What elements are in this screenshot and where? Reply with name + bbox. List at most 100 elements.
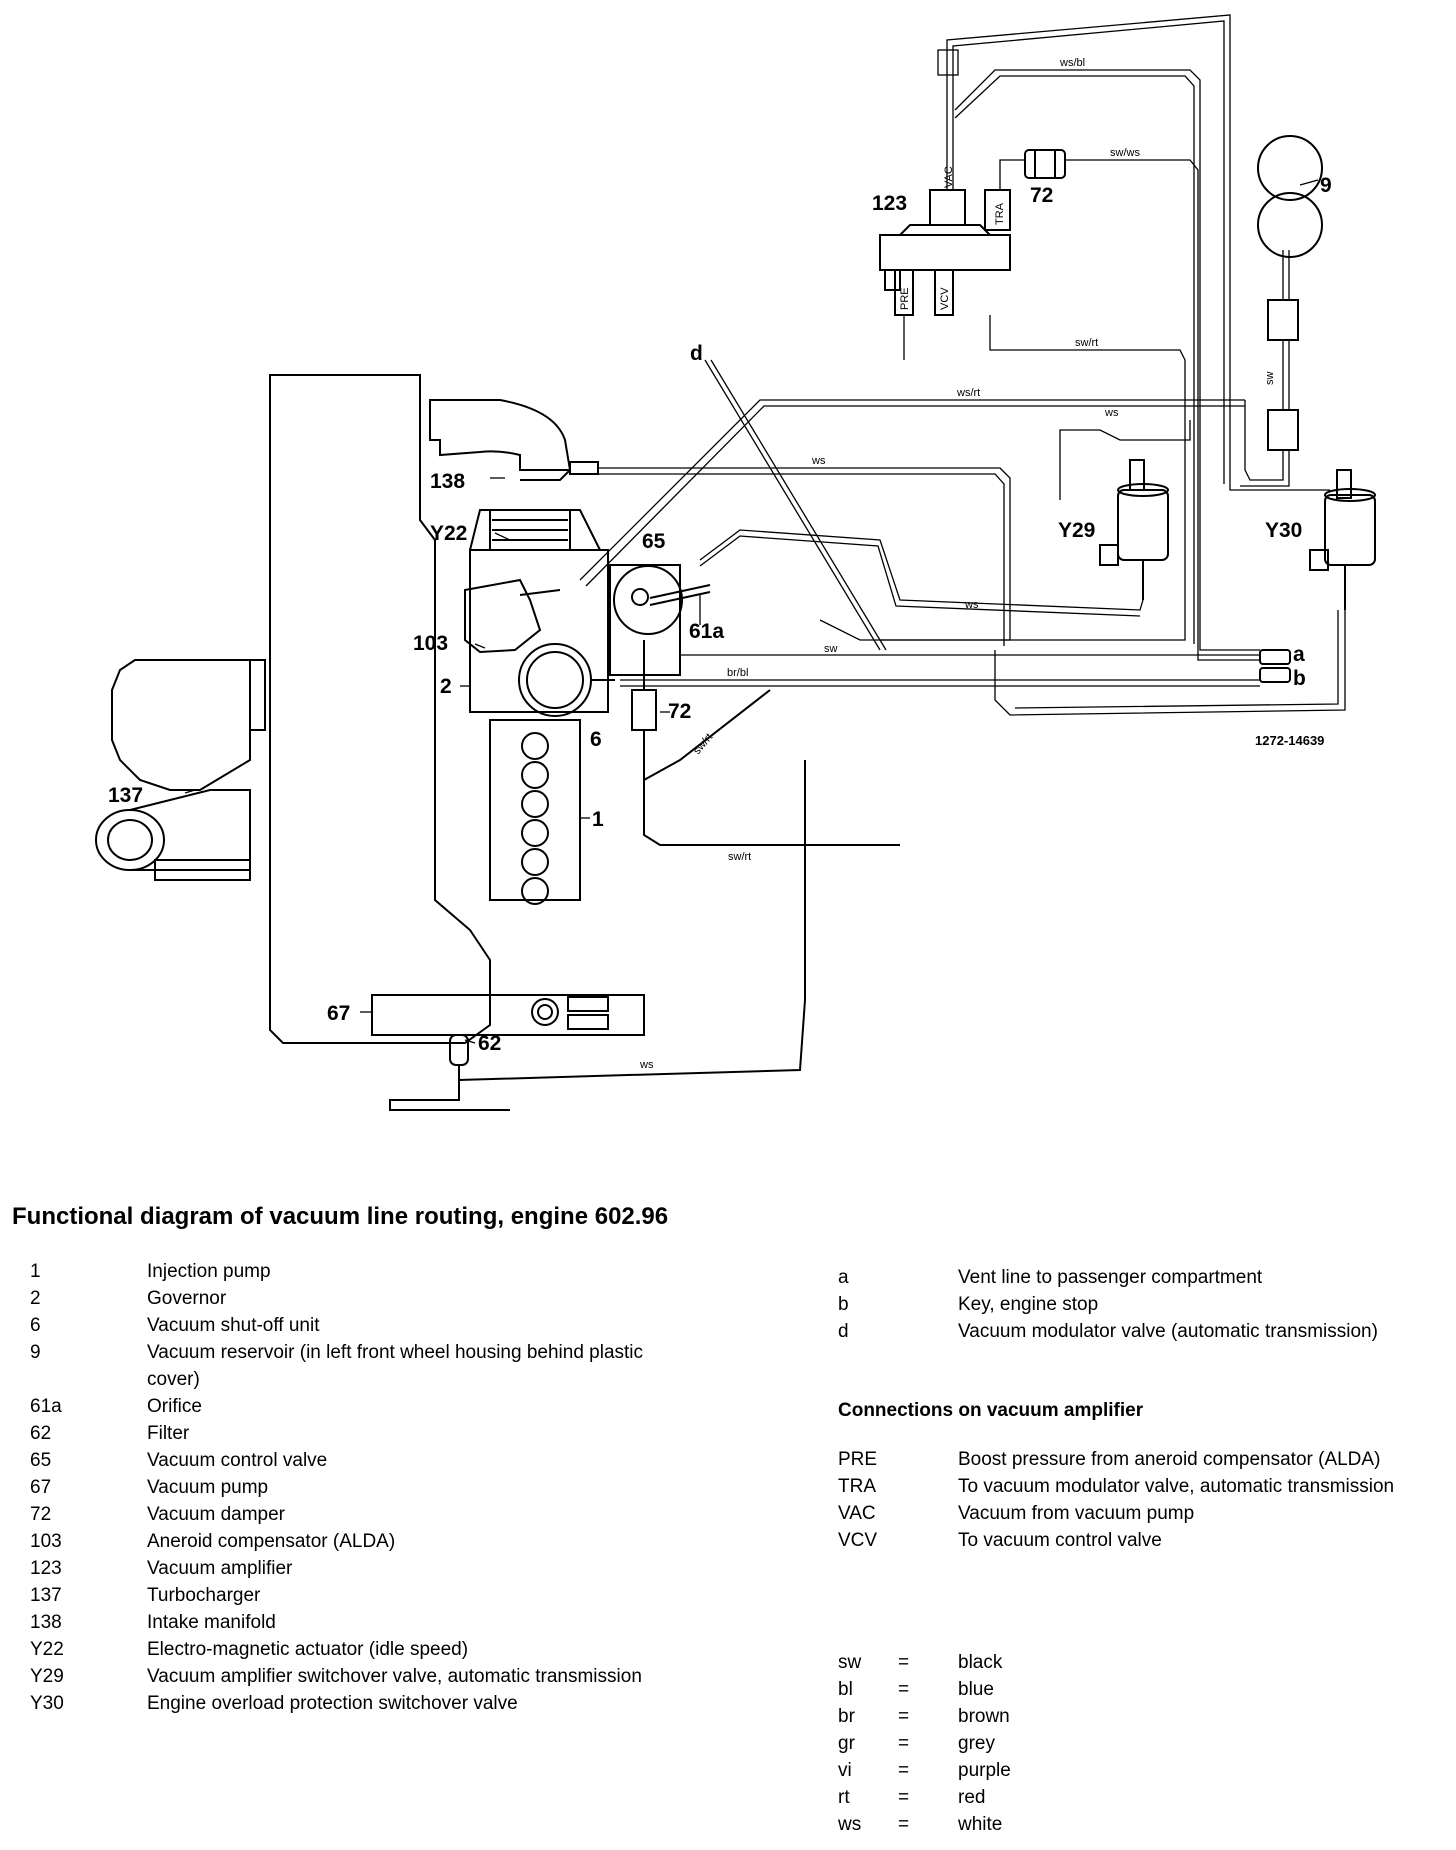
label-137: 137 <box>108 784 143 807</box>
line-swrt <box>819 315 1186 641</box>
legend-description: Vacuum control valve <box>147 1450 328 1471</box>
line-sw-reservoir <box>1244 250 1284 481</box>
line-wsrt <box>579 399 1245 581</box>
legend-description: red <box>958 1787 986 1808</box>
legend-row: ws=white <box>838 1811 1238 1838</box>
legend-description: brown <box>958 1706 1010 1727</box>
line-vac <box>946 14 1330 491</box>
legend-key: gr <box>838 1733 855 1754</box>
label-6: 6 <box>590 728 602 751</box>
legend-row: 62 Filter <box>30 1420 650 1447</box>
label-138: 138 <box>430 470 465 493</box>
legend-description: Engine overload protection switchover va… <box>147 1693 518 1714</box>
legend-description: white <box>958 1814 1003 1835</box>
line-label-ws-65: ws <box>964 599 979 611</box>
legend-row: 65 Vacuum control valve <box>30 1447 650 1474</box>
legend-key: vi <box>838 1760 852 1781</box>
legend-row: TRA To vacuum modulator valve, automatic … <box>838 1473 1438 1500</box>
governor <box>469 509 609 713</box>
legend-key: b <box>838 1294 849 1315</box>
legend-key: 65 <box>30 1450 52 1471</box>
vacuum-shut-off-unit <box>518 643 615 717</box>
legend-key: 6 <box>30 1315 41 1336</box>
line-label-wsrt: ws/rt <box>956 387 980 399</box>
legend-description: Vent line to passenger compartment <box>958 1267 1263 1288</box>
label-y29: Y29 <box>1058 519 1095 542</box>
label-b: b <box>1293 667 1306 690</box>
filter <box>389 760 806 1111</box>
legend-key: TRA <box>838 1476 876 1497</box>
legend-equals: = <box>898 1679 910 1700</box>
port-tra: TRA <box>994 202 1006 225</box>
legend-row: Y30 Engine overload protection switchover… <box>30 1690 650 1717</box>
legend-row: 123 Vacuum amplifier <box>30 1555 650 1582</box>
injection-pump <box>489 719 581 905</box>
legend-description: Vacuum shut-off unit <box>147 1315 320 1336</box>
port-vac: VAC <box>943 166 955 188</box>
legend-key: 1 <box>30 1261 41 1282</box>
label-2: 2 <box>440 675 452 698</box>
legend-row: gr=grey <box>838 1730 1238 1757</box>
legend-key: 72 <box>30 1504 52 1525</box>
legend-description: To vacuum modulator valve, automatic tra… <box>958 1476 1395 1497</box>
legend-description: grey <box>958 1733 995 1754</box>
vacuum-damper-upper <box>1024 149 1066 179</box>
legend-key: Y22 <box>30 1639 64 1660</box>
legend-equals: = <box>898 1760 910 1781</box>
line-label-ws-y29: ws <box>1104 407 1119 419</box>
legend-description: Vacuum amplifier <box>147 1558 293 1579</box>
line-label-ws-pump: ws <box>639 1059 654 1071</box>
legend-description: Intake manifold <box>147 1612 276 1633</box>
line-wsbl <box>954 69 1260 651</box>
legend-description: Vacuum pump <box>147 1477 269 1498</box>
vacuum-routing-diagram: 137 138 Y22 103 2 6 1 65 61a 72 67 62 d … <box>95 14 1376 1111</box>
label-123: 123 <box>872 192 907 215</box>
y29-switchover-valve <box>1099 459 1169 600</box>
vacuum-reservoir <box>1257 135 1323 451</box>
aneroid-compensator <box>464 578 561 654</box>
legend-description: Vacuum from vacuum pump <box>958 1503 1195 1524</box>
legend-row: 6 Vacuum shut-off unit <box>30 1312 650 1339</box>
legend-description: Turbocharger <box>147 1585 261 1606</box>
legend-key: 138 <box>30 1612 62 1633</box>
legend-key: 62 <box>30 1423 52 1444</box>
legend-key: a <box>838 1267 849 1288</box>
legend-description: Injection pump <box>147 1261 271 1282</box>
legend-row: 67 Vacuum pump <box>30 1474 650 1501</box>
legend-description: purple <box>958 1760 1011 1781</box>
legend-key: PRE <box>838 1449 878 1470</box>
legend-key: bl <box>838 1679 853 1700</box>
legend-key: ws <box>838 1814 862 1835</box>
label-y30: Y30 <box>1265 519 1302 542</box>
legend-row: rt=red <box>838 1784 1238 1811</box>
legend-key: Y29 <box>30 1666 64 1687</box>
legend-key: Y30 <box>30 1693 64 1714</box>
y30-switchover-valve <box>1309 469 1376 610</box>
legend-key: 67 <box>30 1477 52 1498</box>
legend-description: blue <box>958 1679 994 1700</box>
legend-key: sw <box>838 1652 862 1673</box>
legend-key: rt <box>838 1787 850 1808</box>
label-61a: 61a <box>689 620 724 643</box>
legend-description: Filter <box>147 1423 190 1444</box>
label-72-upper: 72 <box>1030 184 1053 207</box>
label-65: 65 <box>642 530 666 553</box>
line-label-wsbl: ws/bl <box>1059 57 1085 69</box>
legend-row: 103 Aneroid compensator (ALDA) <box>30 1528 650 1555</box>
legend-description: Aneroid compensator (ALDA) <box>147 1531 396 1552</box>
legend-key: 103 <box>30 1531 62 1552</box>
line-y30 <box>994 610 1346 716</box>
legend-description: To vacuum control valve <box>958 1530 1162 1551</box>
legend-row: vi = purple <box>838 1757 1238 1784</box>
legend-key: 123 <box>30 1558 62 1579</box>
